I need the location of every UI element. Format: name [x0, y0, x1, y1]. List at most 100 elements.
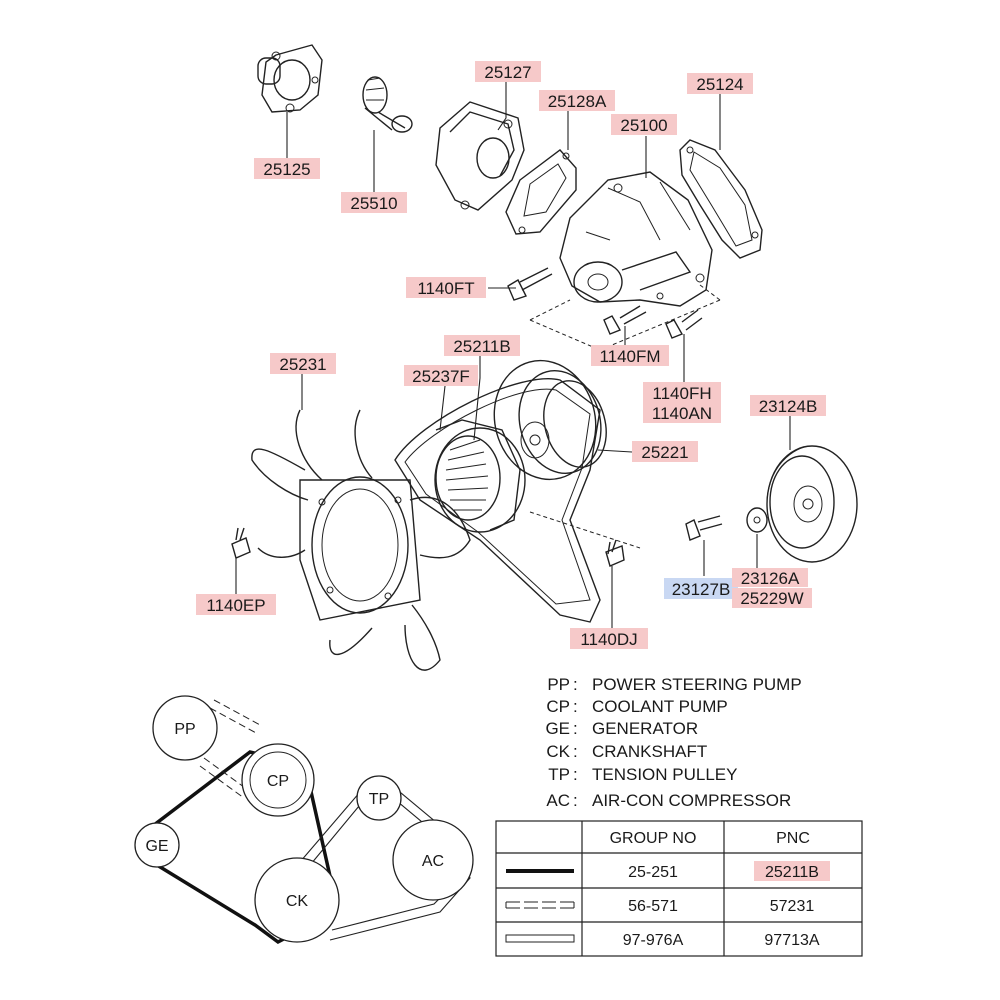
- part-label-25510[interactable]: 25510: [341, 192, 407, 213]
- legend-item-ac: AC : AIR-CON COMPRESSOR: [546, 791, 791, 810]
- part-number-text: 1140AN: [652, 404, 712, 423]
- part-number-text: 23126A: [741, 569, 800, 588]
- pulley-label: CK: [286, 893, 309, 910]
- belt-routing-diagram: PP CP GE CK TP AC: [134, 695, 474, 945]
- pulley-label: AC: [422, 853, 444, 870]
- legend-abbr: CK: [546, 742, 570, 761]
- part-label-23127B[interactable]: 23127B: [664, 578, 738, 599]
- part-number-text: 25128A: [548, 92, 607, 111]
- part-label-1140DJ[interactable]: 1140DJ: [570, 628, 648, 649]
- label-highlight: [196, 594, 276, 615]
- label-highlight: [750, 395, 826, 416]
- part-label-1140AN[interactable]: 1140AN: [643, 402, 721, 423]
- part-label-25229W[interactable]: 25229W: [732, 588, 812, 608]
- part-number-text: 25125: [263, 160, 310, 179]
- label-highlight: [570, 628, 648, 649]
- table-cell-group-no: 25-251: [628, 864, 678, 881]
- table-row[interactable]: 97-976A 97713A: [505, 932, 820, 949]
- table-cell-pnc: 25211B: [765, 864, 819, 881]
- part-number-text: 25124: [696, 75, 743, 94]
- legend-sep: :: [573, 742, 578, 761]
- legend-item-pp: PP : POWER STEERING PUMP: [547, 675, 801, 694]
- part-label-25237F[interactable]: 25237F: [404, 365, 478, 386]
- part-number-text: 1140FH: [652, 384, 711, 403]
- pump-bolts-drawing: [507, 267, 703, 339]
- part-number-text: 25231: [279, 355, 326, 374]
- part-label-23126A[interactable]: 23126A: [732, 568, 808, 588]
- crankshaft-pulley-drawing: [766, 445, 858, 563]
- pulley-ck: CK: [254, 857, 340, 943]
- label-highlight: [404, 365, 478, 386]
- part-label-25128A[interactable]: 25128A: [539, 90, 615, 111]
- part-number-text: 1140DJ: [580, 630, 637, 649]
- line-style-dashed-double: [505, 901, 575, 909]
- thermostat-housing-drawing: [257, 44, 323, 113]
- part-label-25127[interactable]: 25127: [475, 61, 541, 82]
- part-label-23124B[interactable]: 23124B: [750, 395, 826, 416]
- label-highlight: [732, 588, 812, 608]
- legend-abbr: TP: [548, 765, 570, 784]
- legend-sep: :: [573, 765, 578, 784]
- label-highlight: [632, 441, 698, 462]
- part-label-1140FM[interactable]: 1140FM: [591, 345, 669, 366]
- label-highlight: [611, 114, 677, 135]
- legend-sep: :: [573, 697, 578, 716]
- pump-gasket-drawing: [679, 139, 763, 259]
- line-style-double: [505, 934, 575, 943]
- legend-abbr: GE: [545, 719, 570, 738]
- bolt-1140dj-drawing: [605, 539, 625, 567]
- legend-sep: :: [573, 791, 578, 810]
- table-header-group-no: GROUP NO: [610, 830, 697, 847]
- part-number-text: 25211B: [453, 337, 510, 356]
- label-highlight: [270, 353, 336, 374]
- alignment-dashes: [529, 284, 721, 549]
- part-label-1140EP[interactable]: 1140EP: [196, 594, 276, 615]
- part-number-text: 1140FT: [417, 279, 474, 298]
- part-label-25231[interactable]: 25231: [270, 353, 336, 374]
- legend-abbr: AC: [546, 791, 570, 810]
- drive-belt-drawing: [394, 378, 601, 623]
- part-number-text: 25221: [641, 443, 688, 462]
- legend-sep: :: [573, 719, 578, 738]
- legend-sep: :: [573, 675, 578, 694]
- table-cell-group-no: 56-571: [628, 898, 678, 915]
- leader-lines: [235, 82, 791, 628]
- table-row[interactable]: 56-571 57231: [505, 898, 815, 915]
- label-highlight: [406, 277, 486, 298]
- part-label-25221[interactable]: 25221: [632, 441, 698, 462]
- part-label-25211B[interactable]: 25211B: [444, 335, 520, 356]
- part-number-text: 1140EP: [206, 596, 265, 615]
- table-cell-pnc: 97713A: [764, 932, 819, 949]
- part-label-1140FH[interactable]: 1140FH: [643, 382, 721, 403]
- part-number-text: 25100: [620, 116, 667, 135]
- legend-abbr: PP: [547, 675, 570, 694]
- part-number-text: 25127: [484, 63, 531, 82]
- table-row[interactable]: 25-251 25211B: [506, 861, 830, 881]
- pnc-highlight: [754, 861, 830, 881]
- crank-bolt-drawing: [685, 507, 768, 541]
- pulley-pp: PP: [152, 695, 218, 761]
- pulley-ge: GE: [134, 822, 180, 868]
- pulley-tp: TP: [356, 775, 402, 821]
- legend-desc: GENERATOR: [592, 719, 698, 738]
- legend-desc: COOLANT PUMP: [592, 697, 728, 716]
- legend-item-ge: GE : GENERATOR: [545, 719, 698, 738]
- part-number-text: 25229W: [740, 589, 803, 608]
- part-label-25124[interactable]: 25124: [687, 73, 753, 94]
- part-label-25100[interactable]: 25100: [611, 114, 677, 135]
- pulley-ac: AC: [392, 819, 474, 901]
- part-label-25125[interactable]: 25125: [254, 158, 320, 179]
- belt-reference-table: GROUP NO PNC 25-251 25211B 56-571 57231 …: [495, 820, 863, 957]
- label-highlight: [475, 61, 541, 82]
- pulley-label: CP: [267, 773, 289, 790]
- legend-desc: POWER STEERING PUMP: [592, 675, 802, 694]
- part-number-text: 1140FM: [599, 347, 660, 366]
- table-cell-pnc: 57231: [770, 898, 815, 915]
- label-highlight: [732, 568, 808, 587]
- part-label-1140FT[interactable]: 1140FT: [406, 277, 486, 298]
- part-number-text: 25510: [350, 194, 397, 213]
- table-header-pnc: PNC: [776, 830, 810, 847]
- legend-item-cp: CP : COOLANT PUMP: [546, 697, 727, 716]
- label-highlight: [664, 578, 738, 599]
